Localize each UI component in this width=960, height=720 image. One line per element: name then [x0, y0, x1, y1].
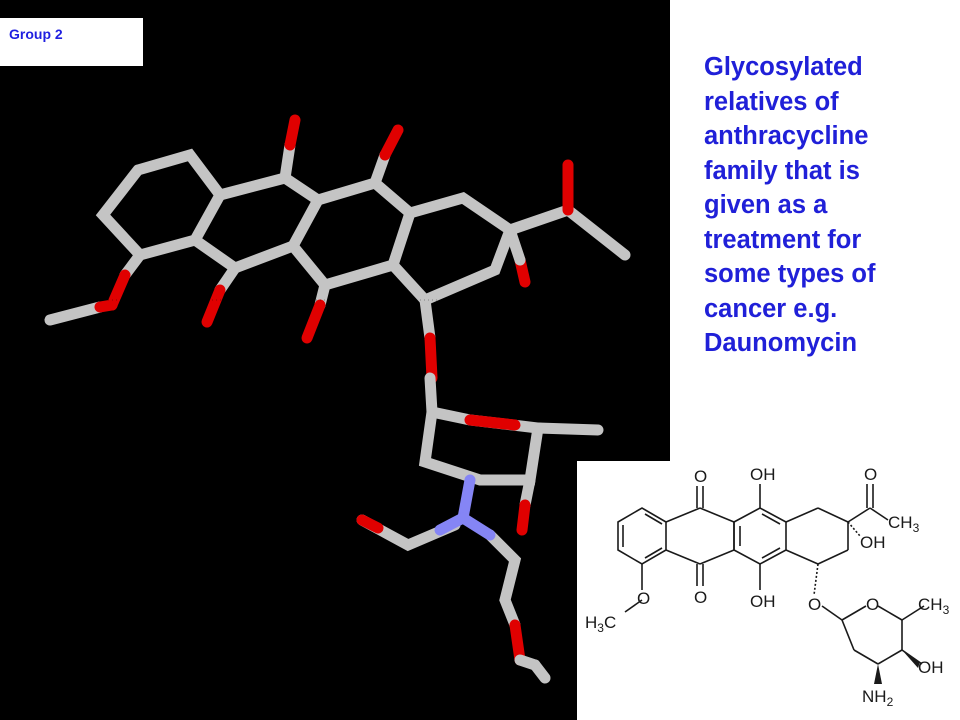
atom-oh: OH [750, 465, 776, 484]
nitrogen-bonds [434, 474, 496, 541]
atom-ch3: CH3 [918, 595, 950, 617]
mixed-bonds [424, 224, 541, 671]
daunomycin-structural-formula: O OH O CH3 OH O OH O H3C O O CH3 OH NH2 [585, 465, 950, 709]
caption-line: family that is [704, 156, 860, 185]
group-label: Group 2 [9, 26, 63, 42]
atom-oh: OH [860, 533, 886, 552]
atom-o: O [864, 465, 877, 484]
caption-line: some types of [704, 260, 876, 288]
carbon-bonds [44, 139, 631, 684]
caption-line: given as a [704, 191, 828, 219]
atom-o: O [808, 595, 821, 614]
molecule-3d-panel [0, 0, 670, 720]
caption-line: anthracycline [704, 122, 869, 150]
structural-formula-box: O OH O CH3 OH O OH O H3C O O CH3 OH NH2 [577, 461, 960, 720]
caption-line: Glycosylated [704, 53, 863, 81]
atom-o: O [866, 595, 879, 614]
formula-wedges [874, 650, 920, 684]
atom-o: O [694, 467, 707, 486]
caption-line: treatment for [704, 225, 862, 254]
caption-text: Glycosylated relatives of anthracycline … [704, 50, 944, 361]
oxygen-bonds [94, 114, 574, 666]
formula-bonds [617, 484, 925, 665]
atom-h3c: H3C [585, 613, 616, 635]
caption-line: relatives of [704, 87, 839, 116]
atom-ch3: CH3 [888, 513, 920, 535]
group-label-box: Group 2 [0, 18, 143, 66]
atom-o: O [694, 588, 707, 607]
formula-atom-labels: O OH O CH3 OH O OH O H3C O O CH3 OH NH2 [585, 465, 950, 709]
caption-line: Daunomycin [704, 329, 858, 357]
caption-line: cancer e.g. [704, 294, 838, 323]
daunomycin-3d-model [44, 114, 631, 684]
atom-oh: OH [750, 592, 776, 611]
atom-o: O [637, 589, 650, 608]
atom-oh: OH [918, 658, 944, 677]
atom-nh2: NH2 [862, 687, 894, 709]
